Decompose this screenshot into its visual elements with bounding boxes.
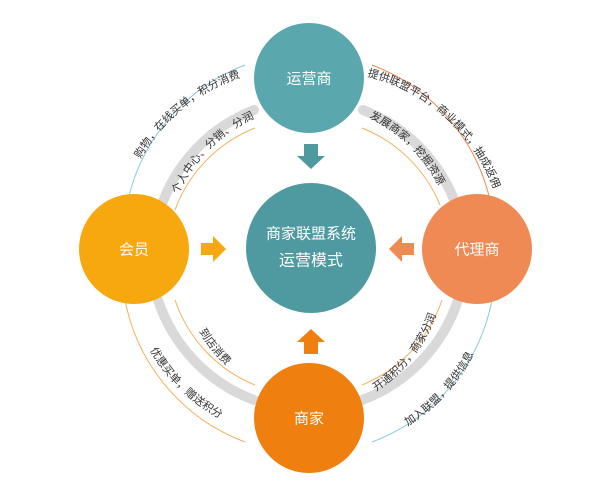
- arrow-top-down: [297, 144, 325, 169]
- ring-segment-top-right: [358, 105, 461, 210]
- arrow-left-right: [201, 236, 226, 262]
- edge-label-tl-inner: 个人中心、分销、分润: [169, 108, 255, 195]
- node-left-circle: [79, 194, 189, 304]
- node-top: 运营商: [254, 23, 364, 133]
- edge-label-tl-outer: 购物，在线买单，积分消费: [131, 68, 242, 161]
- thin-line-tl-inner: [174, 127, 256, 211]
- node-right-circle: [422, 194, 532, 304]
- node-top-circle: [254, 23, 364, 133]
- node-bottom: 商家: [254, 363, 364, 473]
- ring-segment-bottom-right: [357, 295, 463, 405]
- thin-line-bl-inner: [174, 299, 256, 386]
- ring-segment-bottom-left: [153, 295, 259, 405]
- node-bottom-label: 商家: [294, 410, 324, 428]
- ring: [153, 105, 463, 405]
- thin-lines: [124, 64, 493, 443]
- arrows: [201, 144, 414, 354]
- center-title-line2: 运营模式: [279, 251, 343, 270]
- center-node: 商家联盟系统 运营模式: [246, 183, 376, 313]
- node-top-label: 运营商: [286, 70, 331, 88]
- thin-line-br-outer: [371, 299, 493, 443]
- node-left: 会员: [79, 194, 189, 304]
- ring-segment-top-left: [155, 105, 259, 215]
- edge-label-tr-inner: 发展商家，挖掘资源: [368, 108, 448, 188]
- thin-line-tr-outer: [371, 64, 491, 201]
- thin-line-br-inner: [361, 299, 443, 386]
- arrow-bottom-up: [297, 329, 325, 354]
- thin-line-tr-inner: [361, 127, 441, 206]
- node-right: 代理商: [422, 194, 532, 304]
- node-bottom-circle: [254, 363, 364, 473]
- node-right-label: 代理商: [454, 241, 499, 259]
- arrow-right-left: [389, 236, 414, 262]
- center-title-line1: 商家联盟系统: [266, 225, 356, 243]
- thin-line-tl-outer: [127, 64, 246, 201]
- node-left-label: 会员: [119, 241, 149, 259]
- center-circle: [246, 183, 376, 313]
- thin-line-bl-outer: [124, 299, 246, 443]
